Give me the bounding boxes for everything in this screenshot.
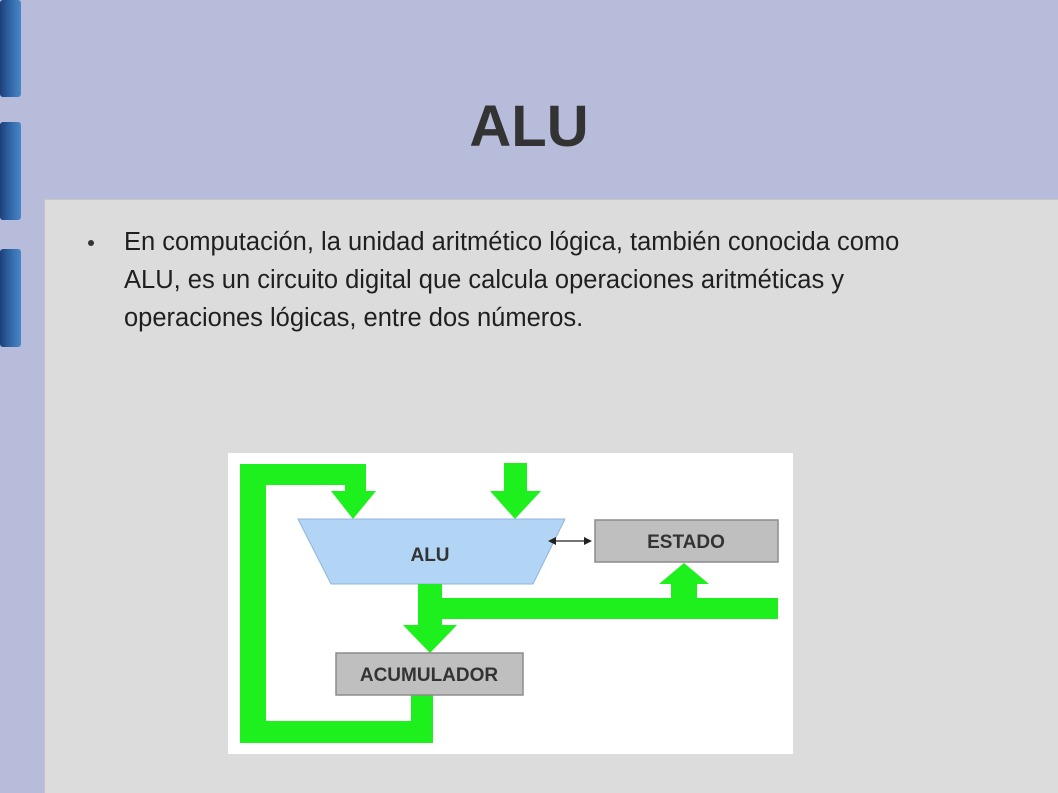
acumulador-block — [335, 652, 524, 696]
right-input-arrow — [490, 463, 541, 519]
link-arrowhead-right-icon — [584, 537, 592, 545]
alu-label: ALU — [410, 545, 449, 566]
side-tab-2 — [0, 122, 21, 220]
bullet-text: En computación, la unidad aritmético lóg… — [124, 228, 900, 332]
feedback-loop-path — [240, 464, 433, 743]
acumulador-label: ACUMULADOR — [360, 665, 499, 686]
alu-output-bus — [403, 563, 778, 653]
estado-label: ESTADO — [647, 532, 725, 553]
bullet-dot-icon — [88, 240, 94, 246]
alu-block — [297, 518, 566, 585]
link-arrowhead-left-icon — [548, 537, 556, 545]
left-input-arrow — [331, 491, 376, 519]
slide-title: ALU — [469, 94, 589, 159]
alu-diagram-svg: ALU ESTADO ACUMULADOR — [228, 453, 793, 754]
estado-block — [594, 519, 779, 563]
side-tab-1 — [0, 0, 21, 97]
side-tab-3 — [0, 249, 21, 347]
alu-diagram: ALU ESTADO ACUMULADOR — [228, 453, 793, 754]
